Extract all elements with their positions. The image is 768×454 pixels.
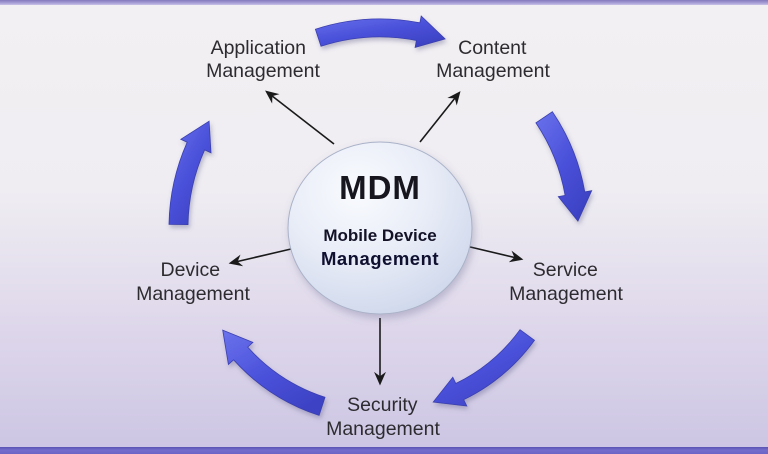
spoke-arrow-service — [465, 245, 524, 263]
spoke-arrow-device — [228, 248, 292, 267]
bottom-border-bar — [0, 447, 768, 454]
spoke-arrow-application — [265, 90, 335, 145]
cycle-arrow-service-to-security — [432, 329, 536, 407]
node-label-line: Security — [347, 394, 418, 416]
node-label-line: Management — [326, 418, 440, 440]
node-label-line: Content — [458, 37, 527, 59]
node-label-line: Device — [160, 259, 220, 281]
cycle-arrow-device-to-application — [168, 120, 212, 226]
hub-name-line1: Mobile Device — [323, 226, 436, 245]
node-label-line: Application — [211, 37, 306, 59]
hub-circle — [287, 141, 473, 315]
spoke-arrow-content — [419, 91, 461, 143]
hub-name-line2: Management — [321, 248, 439, 269]
cycle-arrow-security-to-device — [222, 329, 326, 416]
node-application-management: Application Management — [206, 37, 320, 82]
node-label-line: Management — [436, 60, 550, 82]
node-label-line: Management — [206, 60, 320, 82]
node-security-management: Security Management — [326, 394, 440, 440]
node-service-management: Service Management — [509, 259, 623, 305]
node-label-line: Management — [136, 283, 250, 305]
hub-abbreviation: MDM — [339, 169, 421, 206]
node-label-line: Management — [509, 283, 623, 305]
cycle-arrow-content-to-service — [535, 111, 593, 222]
top-border-bar — [0, 0, 768, 5]
node-device-management: Device Management — [136, 259, 250, 305]
cycle-arrow-application-to-content — [314, 15, 446, 48]
spoke-arrows — [228, 90, 524, 386]
node-label-line: Service — [533, 259, 598, 281]
node-content-management: Content Management — [436, 37, 550, 82]
cycle-arrows — [168, 15, 593, 416]
